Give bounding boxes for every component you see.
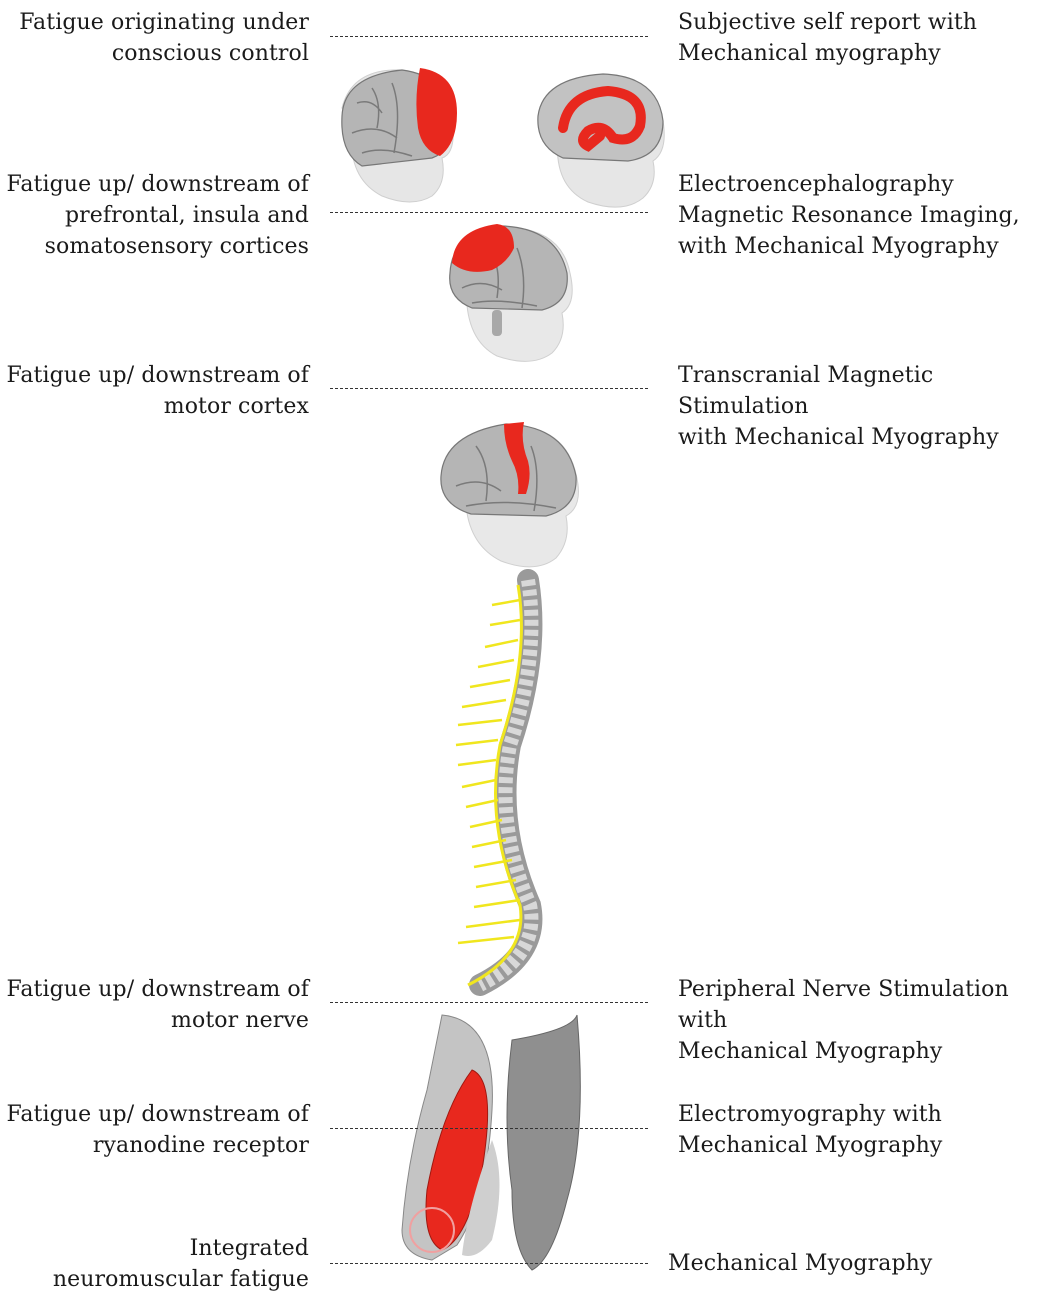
left-label-ryanodine: Fatigue up/ downstream of ryanodine rece… [6,1099,309,1161]
right-label-emg: Electromyography with Mechanical Myograp… [678,1099,942,1161]
left-label-motor-cortex: Fatigue up/ downstream of motor cortex [6,360,309,422]
left-label-cortices: Fatigue up/ downstream of prefrontal, in… [6,169,309,262]
brain-somatosensory-image [442,218,582,368]
right-label-tms: Transcranial Magnetic Stimulation with M… [678,360,1061,453]
divider-line-1 [330,36,648,37]
thigh-muscles-image [372,1010,612,1295]
left-label-conscious: Fatigue originating under conscious cont… [19,7,309,69]
right-label-eeg-mri: Electroencephalography Magnetic Resonanc… [678,169,1020,262]
left-label-motor-nerve: Fatigue up/ downstream of motor nerve [6,974,309,1036]
right-label-self-report: Subjective self report with Mechanical m… [678,7,977,69]
right-label-mmg: Mechanical Myography [668,1248,932,1279]
divider-line-5 [330,1128,648,1129]
brain-lateral-prefrontal-image [322,58,472,208]
divider-line-4 [330,1002,648,1003]
spine-nerves-image [440,575,560,995]
brain-motor-cortex-image [436,416,596,576]
divider-line-6 [330,1263,648,1264]
brain-medial-cingulate-image [528,66,673,211]
left-label-integrated: Integrated neuromuscular fatigue [53,1233,309,1295]
divider-line-2 [330,212,648,213]
right-label-pns: Peripheral Nerve Stimulation with Mechan… [678,974,1061,1067]
divider-line-3 [330,388,648,389]
